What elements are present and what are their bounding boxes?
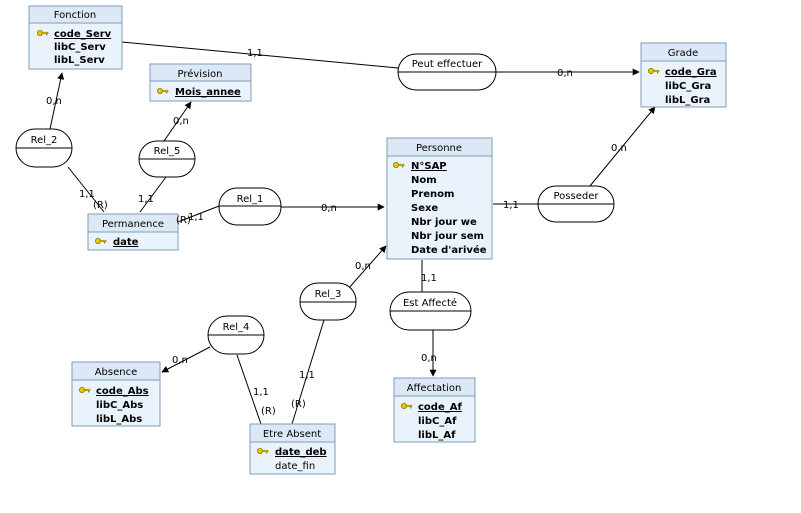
card-posseder-personne: 1,1 [503, 200, 519, 211]
card-rel2-fonction: 0,n [46, 96, 62, 107]
relation-rel-4[interactable]: Rel_4 [207, 315, 265, 355]
entity-absence[interactable]: Absence code_Abs libC_Abs libL_Abs [71, 361, 161, 427]
entity-grade-title: Grade [668, 48, 699, 59]
relation-peut-effectuer-label: Peut effectuer [412, 59, 483, 70]
link-rel2-fonction [49, 72, 65, 130]
links [49, 41, 656, 425]
attr-nom: Nom [411, 175, 437, 186]
attr-date-deb: date_deb [275, 447, 327, 458]
cardinalities: 1,1 0,n 0,n 1,1 (R) 0,n 1,1 1,1 (R) 0,n … [46, 48, 627, 417]
attr-code-gra: code_Gra [665, 67, 717, 78]
card-rel4-absence: 0,n [172, 355, 188, 366]
attr-code-serv: code_Serv [54, 29, 112, 40]
attr-libc-abs: libC_Abs [96, 400, 143, 411]
entity-personne-title: Personne [416, 143, 462, 154]
card-rel2-permanence: 1,1 [79, 189, 95, 200]
card-est-personne: 1,1 [421, 273, 437, 284]
attr-libc-gra: libC_Gra [665, 81, 711, 92]
relation-rel-3-label: Rel_3 [315, 289, 342, 300]
attr-libl-gra: libL_Gra [665, 95, 710, 106]
card-rel5-prevision: 0,n [173, 116, 189, 127]
link-fonction-peut-effectuer [121, 41, 399, 69]
attr-libl-serv: libL_Serv [54, 55, 105, 66]
card-rel3-etre: 1,1 [299, 370, 315, 381]
attr-nsap: N°SAP [411, 161, 447, 172]
relation-posseder-label: Posseder [554, 191, 600, 202]
relation-rel-1-label: Rel_1 [237, 194, 264, 205]
relation-est-affecte[interactable]: Est Affecté [389, 291, 472, 331]
card-est-affectation: 0,n [421, 353, 437, 364]
relation-rel-1[interactable]: Rel_1 [218, 187, 282, 226]
attr-date-fin: date_fin [275, 461, 315, 472]
entity-grade[interactable]: Grade code_Gra libC_Gra libL_Gra [640, 42, 727, 108]
attr-libc-serv: libC_Serv [54, 42, 106, 53]
card-rel4-etre-r: (R) [261, 406, 276, 417]
attr-nbr-jour-we: Nbr jour we [411, 217, 477, 228]
attr-libc-af: libC_Af [418, 416, 457, 427]
relation-rel-5-label: Rel_5 [154, 146, 181, 157]
card-posseder-grade: 0,n [611, 143, 627, 154]
link-rel3-etre-absent [291, 319, 325, 425]
attr-date-arrivee: Date d'arivée [411, 244, 487, 256]
link-rel1-permanence [177, 205, 220, 223]
attr-code-af: code_Af [418, 402, 462, 413]
relation-est-affecte-label: Est Affecté [403, 297, 457, 309]
card-rel2-perm-r: (R) [93, 200, 108, 211]
link-rel2-permanence [67, 166, 105, 213]
card-peut-grade: 0,n [557, 68, 573, 79]
link-posseder-grade [589, 106, 656, 187]
link-rel5-permanence [139, 176, 167, 213]
card-peut-fonction: 1,1 [247, 48, 263, 59]
relation-rel-5[interactable]: Rel_5 [138, 140, 196, 178]
card-rel5-permanence: 1,1 [138, 194, 154, 205]
relation-peut-effectuer[interactable]: Peut effectuer [397, 53, 497, 91]
entity-permanence-title: Permanence [102, 219, 164, 230]
relation-posseder[interactable]: Posseder [537, 185, 615, 223]
entity-permanence[interactable]: Permanence date [87, 213, 179, 251]
card-rel1-perm-r: (R) [176, 215, 191, 226]
relation-rel-4-label: Rel_4 [223, 322, 250, 333]
entity-affectation[interactable]: Affectation code_Af libC_Af libL_Af [393, 377, 476, 443]
card-rel4-etre: 1,1 [253, 387, 269, 398]
attr-libl-af: libL_Af [418, 430, 456, 441]
link-rel4-etre-absent [236, 354, 262, 425]
card-rel3-personne: 0,n [355, 261, 371, 272]
card-rel3-etre-r: (R) [291, 399, 306, 410]
card-rel1-personne: 0,n [321, 203, 337, 214]
entity-prevision[interactable]: Prévision Mois_annee [149, 63, 252, 102]
attr-date: date [113, 237, 139, 248]
link-rel5-prevision [163, 101, 192, 142]
attr-sexe: Sexe [411, 203, 438, 214]
attr-nbr-jour-sem: Nbr jour sem [411, 231, 484, 242]
relation-rel-3[interactable]: Rel_3 [299, 282, 357, 321]
relation-rel-2-label: Rel_2 [31, 135, 58, 146]
card-rel1-permanence: 1,1 [188, 212, 204, 223]
link-rel4-absence [161, 346, 211, 373]
entity-prevision-title: Prévision [177, 68, 222, 80]
entity-absence-title: Absence [95, 367, 138, 378]
link-rel3-personne [347, 245, 387, 290]
attr-libl-abs: libL_Abs [96, 414, 142, 425]
entity-personne[interactable]: Personne N°SAP Nom Prenom Sexe Nbr jour … [386, 137, 493, 260]
attr-mois-annee: Mois_annee [175, 87, 241, 98]
entity-fonction-title: Fonction [54, 10, 97, 21]
entity-etre-absent[interactable]: Etre Absent date_deb date_fin [249, 423, 336, 475]
attr-code-abs: code_Abs [96, 386, 149, 397]
entity-etre-absent-title: Etre Absent [263, 429, 321, 440]
entity-fonction[interactable]: Fonction code_Serv libC_Serv libL_Serv [28, 5, 123, 70]
entity-affectation-title: Affectation [407, 383, 462, 394]
relation-rel-2[interactable]: Rel_2 [15, 128, 73, 168]
attr-prenom: Prenom [411, 189, 454, 200]
